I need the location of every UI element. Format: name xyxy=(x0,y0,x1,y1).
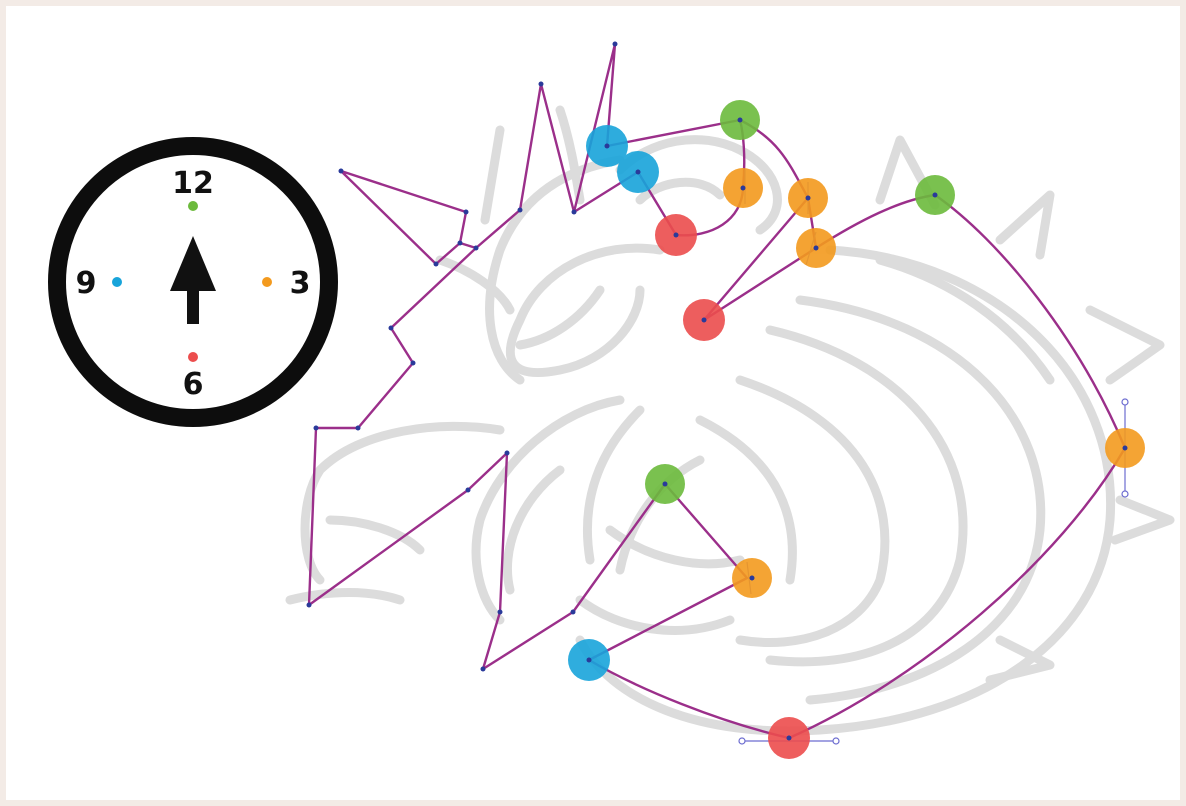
clock-number-12: 12 xyxy=(172,166,214,201)
clock-dot-six xyxy=(188,352,198,362)
clock-dot-three xyxy=(262,277,272,287)
arrow-up-icon xyxy=(170,236,216,324)
clock-dot-twelve xyxy=(188,201,198,211)
drawing-canvas: 12 3 6 9 xyxy=(6,6,1180,800)
clock-number-9: 9 xyxy=(76,266,97,301)
dragon-illustration: 12 3 6 9 xyxy=(48,41,1175,759)
top-arc-path[interactable] xyxy=(702,118,818,322)
clock-dot-nine xyxy=(112,277,122,287)
clock-legend: 12 3 6 9 xyxy=(48,137,338,427)
vector-path[interactable] xyxy=(307,42,1127,740)
clock-number-6: 6 xyxy=(183,367,204,402)
anchor-points[interactable] xyxy=(306,41,1128,741)
clock-number-3: 3 xyxy=(290,266,311,301)
